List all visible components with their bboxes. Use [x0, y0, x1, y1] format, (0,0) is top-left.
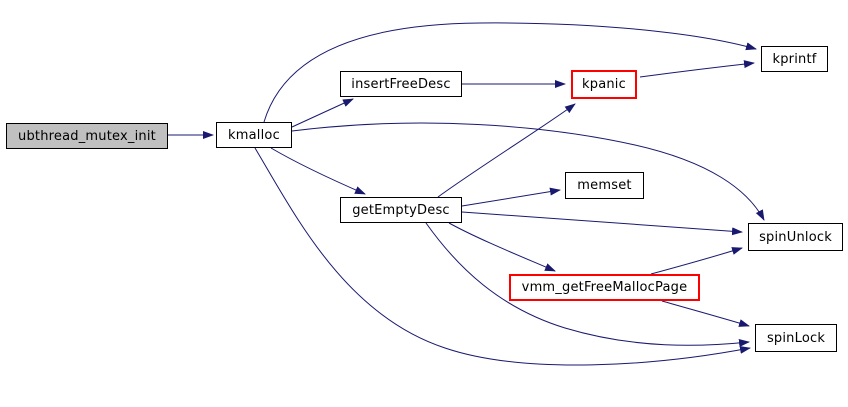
node-kpanic[interactable]: kpanic — [571, 70, 637, 99]
node-insertFreeDesc[interactable]: insertFreeDesc — [340, 71, 462, 97]
edge-kpanic-kprintf — [639, 60, 755, 78]
edge-getEmptyDesc-kpanic — [437, 103, 576, 198]
node-kprintf[interactable]: kprintf — [761, 46, 828, 72]
edge-kmalloc-kprintf — [263, 22, 757, 123]
node-spinLock[interactable]: spinLock — [755, 324, 837, 352]
node-ubthread_mutex_init: ubthread_mutex_init — [6, 123, 168, 149]
node-getEmptyDesc[interactable]: getEmptyDesc — [340, 197, 462, 223]
edge-vmm_getFreeMallocPage-spinUnlock — [650, 247, 743, 275]
node-memset[interactable]: memset — [565, 172, 644, 199]
edge-kmalloc-getEmptyDesc — [270, 147, 366, 195]
node-kmalloc[interactable]: kmalloc — [216, 122, 292, 148]
edge-kmalloc-spinUnlock — [291, 122, 765, 221]
edge-vmm_getFreeMallocPage-spinLock — [661, 300, 750, 327]
edge-getEmptyDesc-spinUnlock — [461, 211, 743, 236]
edge-getEmptyDesc-vmm_getFreeMallocPage — [448, 222, 556, 272]
node-spinUnlock[interactable]: spinUnlock — [748, 223, 843, 251]
edge-getEmptyDesc-spinLock — [425, 222, 750, 347]
edge-kmalloc-insertFreeDesc — [291, 98, 354, 128]
edge-kmalloc-spinLock — [254, 147, 751, 366]
edge-getEmptyDesc-memset — [461, 187, 561, 207]
node-vmm_getFreeMallocPage[interactable]: vmm_getFreeMallocPage — [509, 274, 700, 301]
